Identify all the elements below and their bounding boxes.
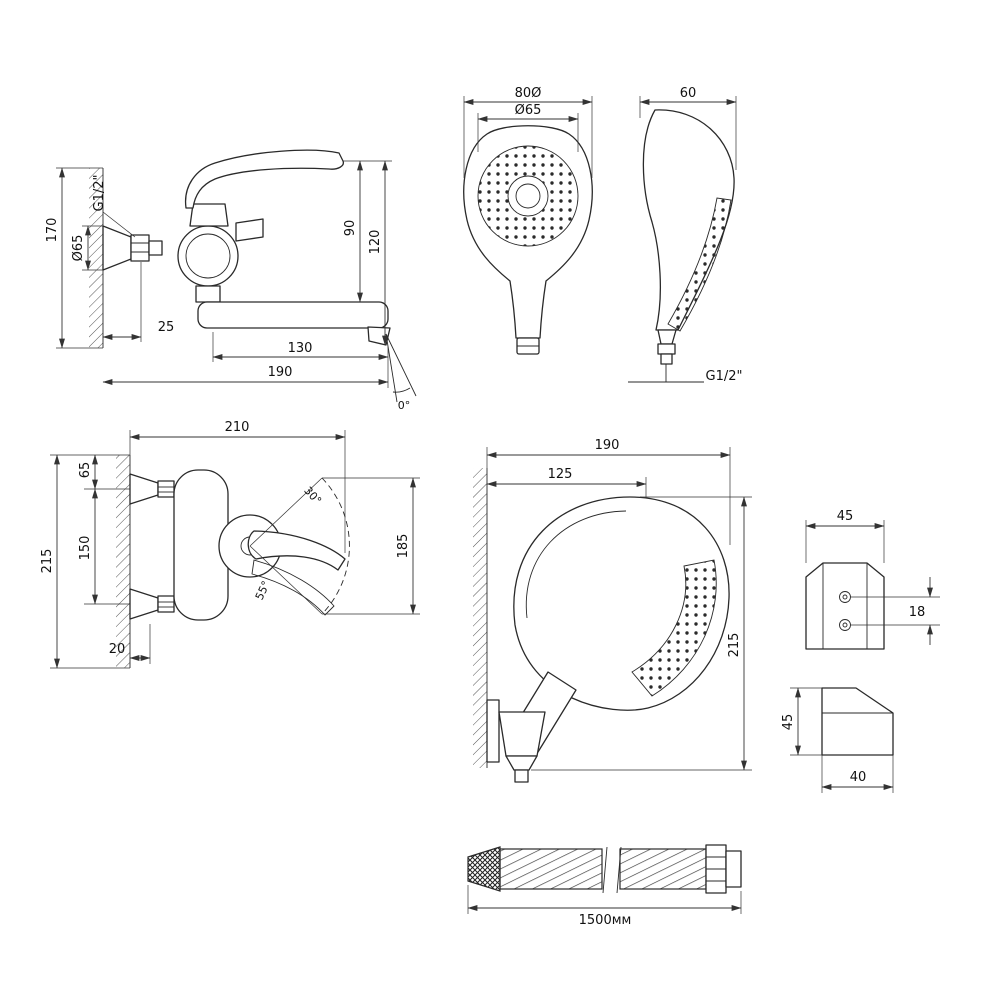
spout-swung-position bbox=[251, 559, 335, 616]
swing-ray-lower bbox=[249, 545, 323, 615]
dim-thread: G1/2" bbox=[92, 175, 107, 212]
dim-swing-angle-upper: 30° bbox=[301, 484, 324, 507]
hose-section-left bbox=[499, 848, 603, 890]
view-bracket-front: 45 18 bbox=[805, 509, 940, 650]
handle-lever bbox=[184, 149, 344, 209]
dim-width: 45 bbox=[837, 509, 854, 524]
dim-top-offset: 65 bbox=[78, 462, 93, 479]
connection-nut bbox=[130, 234, 150, 262]
dim-spout-reach: 130 bbox=[288, 341, 313, 356]
angle-arc bbox=[392, 387, 411, 393]
swing-ray-upper bbox=[249, 477, 323, 547]
screw-hole-lower-center bbox=[842, 622, 848, 628]
dim-projection: 210 bbox=[225, 420, 250, 435]
inlet-nut-lower bbox=[157, 595, 175, 613]
dim-total-reach: 190 bbox=[268, 365, 293, 380]
dim-length: 1500мм bbox=[579, 913, 632, 928]
screw-hole-upper-center bbox=[842, 594, 848, 600]
mixer-body-inner bbox=[185, 233, 231, 279]
break-line bbox=[602, 846, 608, 894]
dim-escutcheon-dia: Ø65 bbox=[71, 235, 86, 262]
view-handshower-side: G1/2" 60 bbox=[628, 86, 742, 384]
view-mixer-plan: 30° 55° 210 65 150 215 185 20 bbox=[40, 420, 420, 669]
handle-taper bbox=[657, 329, 677, 345]
dim-width: 190 bbox=[595, 438, 620, 453]
bracket-cone bbox=[505, 755, 538, 771]
inlet-cone-lower bbox=[129, 588, 159, 620]
hose-stub bbox=[660, 353, 673, 365]
leader-line bbox=[102, 211, 136, 238]
view-handshower-front: 80Ø Ø65 bbox=[463, 86, 593, 355]
dim-head-depth: 60 bbox=[680, 86, 697, 101]
handle-lever-plan bbox=[247, 530, 346, 571]
dim-swing-width: 185 bbox=[396, 534, 411, 559]
dim-wall-offset: 25 bbox=[158, 320, 175, 335]
screw-hole-lower bbox=[839, 619, 851, 631]
dim-face-dia: Ø65 bbox=[515, 103, 542, 118]
view-mixer-side: 0° 170 Ø65 G1/2" 90 120 25 130 190 bbox=[45, 149, 417, 412]
mixer-body bbox=[177, 225, 239, 287]
escutcheon-cone bbox=[102, 225, 132, 271]
dim-body-drop: 120 bbox=[368, 230, 383, 255]
bracket-wall-plate bbox=[486, 699, 500, 763]
hose-ferrule bbox=[467, 846, 501, 892]
angle-ref-line bbox=[385, 333, 417, 397]
inlet-pipe bbox=[148, 240, 163, 256]
diverter-knob bbox=[235, 218, 264, 242]
spout bbox=[197, 301, 389, 329]
inlet-cone-upper bbox=[129, 473, 159, 505]
screw-hole-upper bbox=[839, 591, 851, 603]
hose-nut bbox=[657, 343, 676, 355]
dim-spout-drop: 90 bbox=[343, 220, 358, 237]
view-bracket-side: 45 40 bbox=[781, 687, 894, 793]
spray-face-center bbox=[515, 183, 541, 209]
cartridge-housing bbox=[189, 203, 229, 227]
wall-hatch bbox=[89, 168, 103, 348]
hose-section-right bbox=[619, 848, 707, 890]
dim-inlet-centers: 150 bbox=[78, 536, 93, 561]
view-hose: 1500мм bbox=[467, 844, 742, 928]
bracket-side-body bbox=[821, 687, 894, 756]
bracket-front-body bbox=[805, 562, 885, 650]
dim-head-width: 80Ø bbox=[515, 86, 542, 101]
dim-head-offset: 125 bbox=[548, 467, 573, 482]
bracket-cup bbox=[498, 711, 546, 757]
spray-face-hub bbox=[507, 175, 549, 217]
spray-face-rim bbox=[477, 145, 579, 247]
hose-nipple bbox=[725, 850, 742, 888]
dim-hole-spacing: 18 bbox=[909, 605, 926, 620]
dim-total-height: 215 bbox=[40, 549, 55, 574]
dim-swing-angle-lower: 55° bbox=[253, 579, 273, 602]
dim-depth: 40 bbox=[850, 770, 867, 785]
dim-height: 215 bbox=[727, 633, 742, 658]
dim-thread: G1/2" bbox=[706, 369, 743, 384]
inlet-nut-upper bbox=[157, 480, 175, 498]
dim-height: 45 bbox=[781, 714, 796, 731]
bracket-stub bbox=[514, 769, 529, 783]
spray-face-edge-dots bbox=[667, 197, 732, 332]
swing-arc bbox=[321, 477, 350, 615]
dim-wall-height: 170 bbox=[45, 218, 60, 243]
wall-hatch bbox=[473, 468, 487, 768]
spray-face-dots bbox=[631, 559, 717, 697]
head-thickness-line bbox=[525, 510, 627, 619]
dim-base-offset: 20 bbox=[109, 642, 126, 657]
view-shower-on-bracket: 190 125 215 bbox=[473, 438, 752, 783]
spout-neck bbox=[195, 285, 221, 303]
dim-spout-angle: 0° bbox=[398, 399, 411, 412]
wall-hatch bbox=[116, 455, 130, 668]
spray-face-dots bbox=[478, 146, 579, 246]
